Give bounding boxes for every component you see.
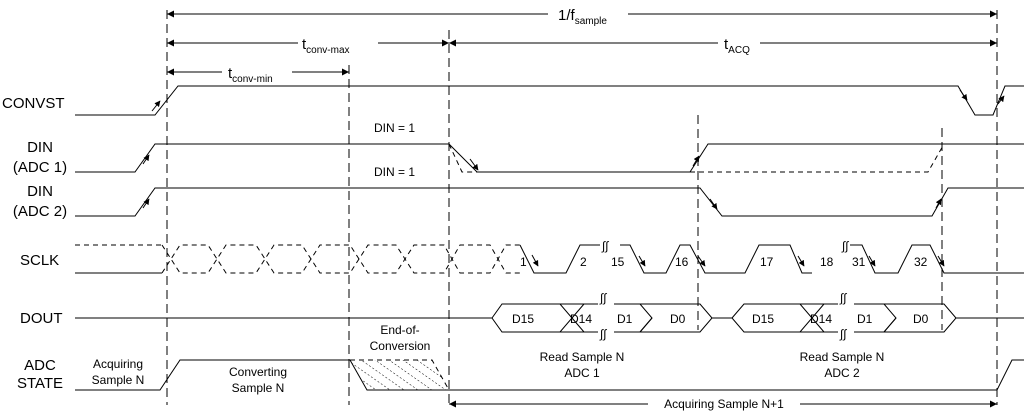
label-din-adc2: DIN — [27, 183, 53, 200]
label-adc-state-sub: STATE — [17, 375, 63, 392]
sclk-pulse-15: 15 — [611, 255, 625, 269]
state-read-adc2-line1: Read Sample N — [800, 350, 885, 364]
state-converting-line2: Sample N — [232, 381, 285, 395]
label-din-adc1-sub: (ADC 1) — [13, 159, 67, 176]
dout-adc1-bit-d1: D1 — [617, 312, 633, 326]
dout-bits-adc1: D15 D14 D1 D0 — [512, 312, 686, 326]
dout-break-adc2-top: ∫∫ — [839, 291, 847, 305]
dout-adc2-bit-d14: D14 — [810, 312, 832, 326]
state-read-adc1-line2: ADC 1 — [564, 366, 600, 380]
sclk-pulse-labels: 1 2 15 16 17 18 31 32 — [520, 255, 928, 269]
sclk-waveform: ∫∫ ∫∫ 1 2 15 16 17 18 31 32 — [75, 239, 1024, 274]
dout-adc2-bit-d15: D15 — [752, 312, 774, 326]
sclk-pulse-1: 1 — [520, 255, 527, 269]
sample-period-label: 1/f — [558, 7, 576, 24]
dout-waveform: ∫∫ ∫∫ ∫∫ ∫∫ D15 D14 D1 D0 D15 D14 D1 D0 — [75, 291, 1024, 341]
dout-break-adc1-top: ∫∫ — [599, 291, 607, 305]
adc-state-waveform — [75, 359, 1024, 408]
sclk-pulse-16: 16 — [675, 255, 689, 269]
tacq-subscript: ACQ — [728, 45, 750, 56]
svg-text:tACQ: tACQ — [724, 36, 750, 56]
tconv-min-subscript: conv-min — [232, 74, 273, 85]
end-of-conversion-hatch — [350, 360, 449, 390]
label-din-adc2-sub: (ADC 2) — [13, 203, 67, 220]
dout-break-adc2-bottom: ∫∫ — [839, 327, 847, 341]
label-adc-state: ADC — [24, 357, 56, 374]
state-acquiring-next: Acquiring Sample N+1 — [664, 397, 784, 411]
din-adc2-level-note: DIN = 1 — [374, 165, 415, 179]
state-eoc-line2: Conversion — [370, 339, 431, 353]
signal-labels: CONVST DIN (ADC 1) DIN (ADC 2) SCLK DOUT… — [2, 95, 67, 392]
label-convst: CONVST — [2, 95, 65, 112]
svg-text:tconv-min: tconv-min — [228, 65, 273, 85]
tconv-max-subscript: conv-max — [306, 45, 349, 56]
sclk-pulse-18: 18 — [820, 255, 834, 269]
reference-lines — [166, 10, 998, 405]
state-converting-line1: Converting — [229, 365, 287, 379]
dout-adc1-bit-d0: D0 — [670, 312, 686, 326]
sclk-pulse-31: 31 — [852, 255, 866, 269]
sample-period-subscript: sample — [575, 16, 608, 27]
din-adc1-level-note: DIN = 1 — [374, 121, 415, 135]
sclk-break-adc1: ∫∫ — [601, 239, 609, 253]
state-acquiring-line1: Acquiring — [93, 357, 143, 371]
sclk-pulse-17: 17 — [760, 255, 774, 269]
dout-break-adc1-bottom: ∫∫ — [599, 327, 607, 341]
label-dout: DOUT — [20, 310, 63, 327]
sclk-pulse-32: 32 — [914, 255, 928, 269]
tconv-max-label: t — [302, 36, 307, 53]
sclk-break-adc2: ∫∫ — [841, 239, 849, 253]
dout-adc1-bit-d15: D15 — [512, 312, 534, 326]
dimension-sample-period: 1/fsample — [167, 7, 997, 27]
svg-text:tconv-max: tconv-max — [302, 36, 350, 56]
label-sclk: SCLK — [20, 252, 59, 269]
state-acquiring-line2: Sample N — [92, 373, 145, 387]
dout-adc1-bit-d14: D14 — [570, 312, 592, 326]
dout-adc2-bit-d1: D1 — [857, 312, 873, 326]
adc-state-labels: Acquiring Sample N Converting Sample N E… — [92, 323, 885, 411]
dimension-tconv-max: tconv-max — [167, 36, 449, 56]
din-adc1-waveform: DIN = 1 — [75, 121, 1024, 173]
sclk-pulse-2: 2 — [580, 255, 587, 269]
convst-waveform — [75, 85, 1024, 116]
dout-adc2-bit-d0: D0 — [913, 312, 929, 326]
din-adc2-waveform: DIN = 1 — [75, 165, 1024, 217]
state-read-adc1-line1: Read Sample N — [540, 350, 625, 364]
label-din-adc1: DIN — [27, 139, 53, 156]
tacq-label: t — [724, 36, 729, 53]
state-eoc-line1: End-of- — [380, 323, 419, 337]
svg-text:1/fsample: 1/fsample — [558, 7, 607, 27]
tconv-min-label: t — [228, 65, 233, 82]
dimension-tacq: tACQ — [449, 36, 997, 56]
dimension-tconv-min: tconv-min — [167, 65, 349, 85]
dout-bits-adc2: D15 D14 D1 D0 — [752, 312, 929, 326]
state-read-adc2-line2: ADC 2 — [824, 366, 860, 380]
